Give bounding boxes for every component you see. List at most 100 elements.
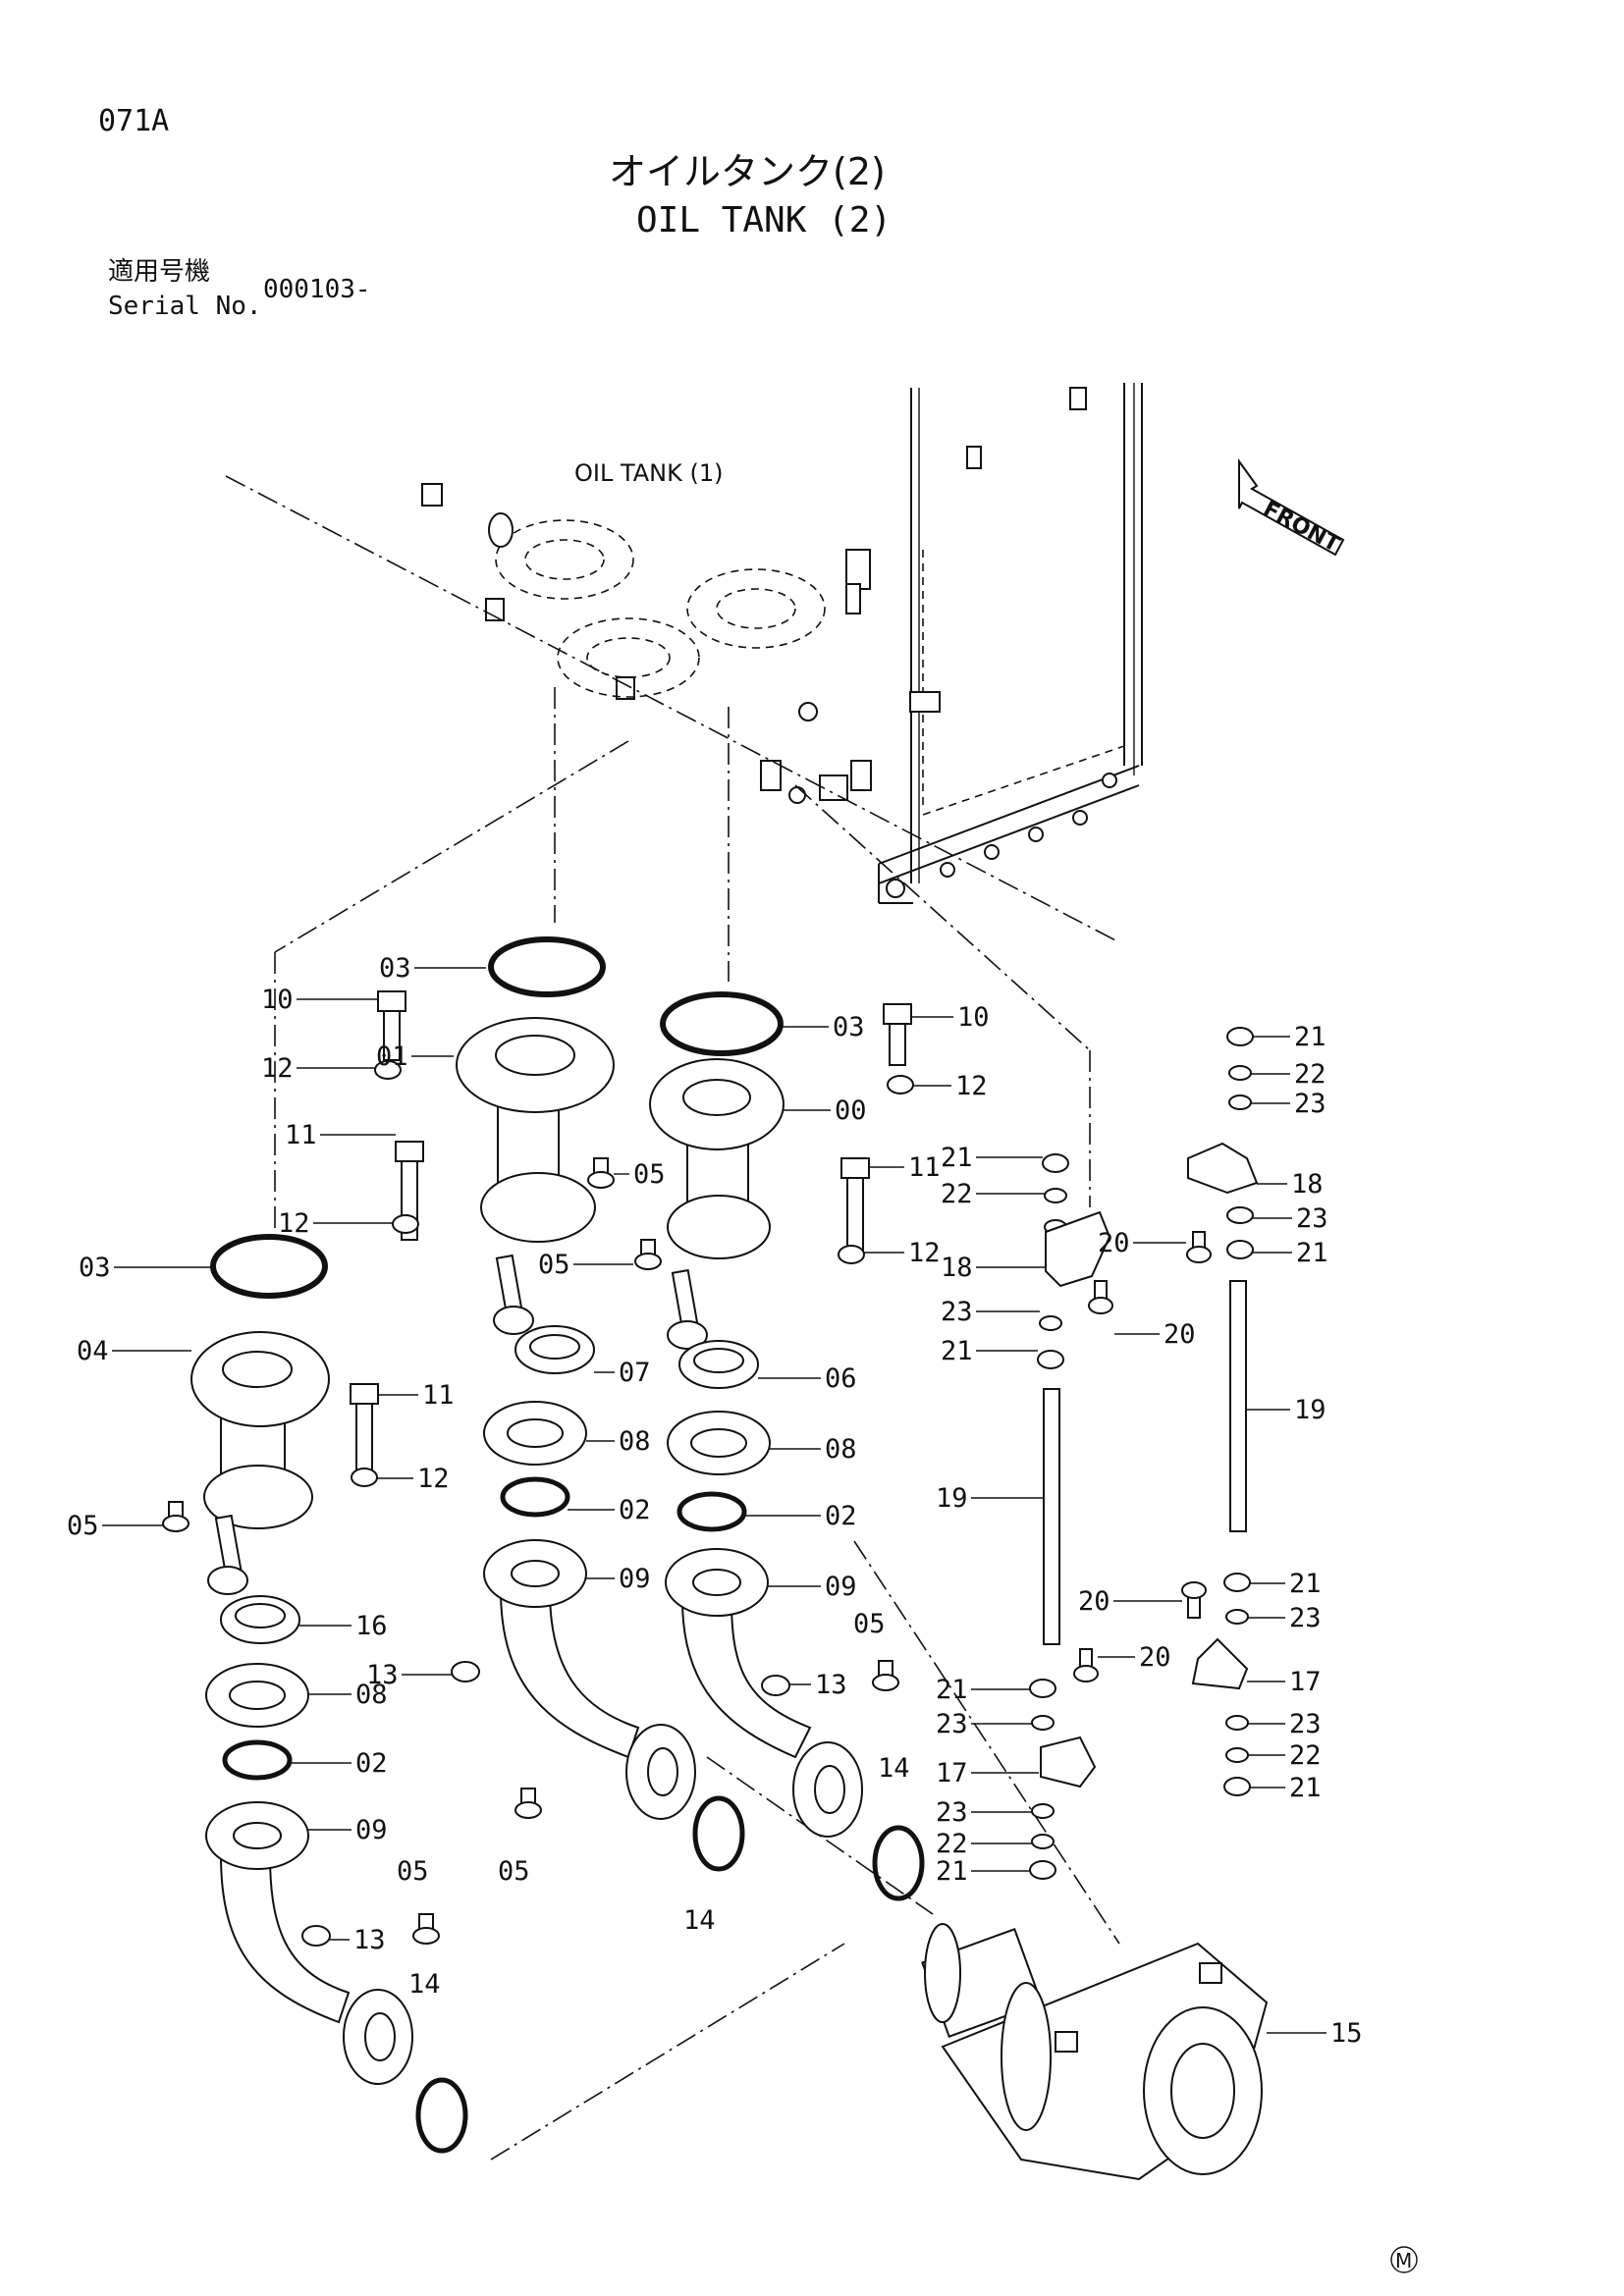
o-ring-14-right [872, 1825, 925, 1901]
elbow-pipe-09-left [483, 1539, 696, 1820]
callout-11: 11 [422, 1380, 455, 1411]
callout-14: 14 [683, 1905, 716, 1936]
front-arrow: FRONT [1238, 457, 1345, 558]
callout-19: 19 [936, 1483, 968, 1514]
o-ring-02-lower [222, 1739, 293, 1781]
callout-11: 11 [908, 1152, 941, 1183]
o-ring-02-right [677, 1491, 747, 1532]
callout-20: 20 [1164, 1319, 1196, 1350]
callout-23: 23 [936, 1709, 968, 1739]
callout-04: 04 [77, 1336, 109, 1366]
callout-12: 12 [908, 1238, 941, 1268]
callout-22: 22 [936, 1829, 968, 1859]
callout-23: 23 [1289, 1603, 1322, 1633]
page-code: 071A [98, 104, 169, 138]
callout-21: 21 [1289, 1773, 1322, 1803]
serial-label-japanese: 適用号機 [108, 257, 210, 287]
washers-12 [351, 1060, 914, 1487]
callout-17: 17 [1289, 1667, 1322, 1697]
callout-08: 08 [355, 1680, 388, 1710]
callout-21: 21 [941, 1336, 973, 1366]
callout-09: 09 [355, 1815, 388, 1845]
callout-14: 14 [408, 1969, 441, 2000]
callout-00: 00 [835, 1095, 867, 1126]
mark-letter: M [1395, 2249, 1412, 2272]
callout-19: 19 [1294, 1395, 1326, 1425]
assembly-lines [274, 687, 1120, 2161]
callout-12: 12 [417, 1464, 450, 1494]
callout-18: 18 [941, 1253, 973, 1283]
sensor-07 [493, 1254, 595, 1374]
bolt-10-left [377, 990, 406, 1061]
callout-05: 05 [498, 1856, 530, 1887]
flange-pipe-04 [190, 1331, 330, 1529]
callout-08: 08 [825, 1434, 857, 1465]
callout-16: 16 [355, 1611, 388, 1641]
callout-23: 23 [936, 1797, 968, 1828]
nuts-13 [301, 1661, 790, 1947]
callout-05: 05 [397, 1856, 429, 1887]
callout-09: 09 [825, 1572, 857, 1602]
callout-21: 21 [1294, 1022, 1326, 1052]
o-ring-02-left [500, 1476, 570, 1518]
callout-15: 15 [1330, 2018, 1363, 2049]
o-ring-14-middle [692, 1795, 745, 1872]
callout-13: 13 [353, 1925, 386, 1955]
callout-02: 02 [619, 1495, 651, 1525]
flange-pipe-00 [649, 1058, 785, 1259]
sensor-06 [667, 1268, 759, 1389]
title-english: OIL TANK (2) [636, 200, 892, 240]
callout-05: 05 [538, 1250, 570, 1280]
callout-21: 21 [941, 1143, 973, 1173]
callout-06: 06 [825, 1363, 857, 1394]
serial-label-english: Serial No. [108, 292, 262, 321]
callout-22: 22 [1289, 1740, 1322, 1771]
o-ring-03-right [660, 991, 784, 1056]
bolt-11-lower [350, 1383, 379, 1478]
callout-17: 17 [936, 1758, 968, 1789]
callout-23: 23 [1294, 1089, 1326, 1119]
callout-23: 23 [1289, 1709, 1322, 1739]
callout-13: 13 [366, 1660, 399, 1690]
callout-10: 10 [957, 1002, 990, 1033]
callout-12: 12 [278, 1208, 310, 1239]
svg-text:FRONT: FRONT [1259, 497, 1343, 558]
callout-20: 20 [1098, 1228, 1130, 1258]
gaskets-08 [205, 1401, 771, 1728]
elbow-pipe-09-lower [205, 1801, 413, 2085]
callout-22: 22 [941, 1179, 973, 1209]
tank-flange-gaskets [488, 512, 826, 698]
oil-tank-frame [421, 383, 1143, 904]
callout-05: 05 [633, 1159, 666, 1190]
callout-14: 14 [878, 1753, 910, 1784]
callout-23: 23 [941, 1297, 973, 1327]
callout-08: 08 [619, 1426, 651, 1457]
o-ring-14-lower [415, 2077, 468, 2154]
flange-pipe-01 [456, 1017, 615, 1243]
callout-03: 03 [79, 1253, 111, 1283]
callout-09: 09 [619, 1564, 651, 1594]
callout-12: 12 [261, 1053, 294, 1084]
callout-21: 21 [1296, 1238, 1328, 1268]
callout-21: 21 [936, 1675, 968, 1705]
callout-23: 23 [1296, 1203, 1328, 1234]
elbow-pipe-09-right [665, 1548, 863, 1838]
callout-22: 22 [1294, 1059, 1326, 1090]
callout-05: 05 [853, 1609, 886, 1639]
callout-11: 11 [285, 1120, 317, 1150]
callout-20: 20 [1078, 1586, 1110, 1617]
serial-number: 000103- [263, 275, 371, 304]
title-japanese: オイルタンク(2) [609, 150, 886, 193]
callout-18: 18 [1291, 1169, 1324, 1200]
callout-21: 21 [936, 1856, 968, 1887]
callout-13: 13 [815, 1670, 847, 1700]
callout-20: 20 [1139, 1642, 1171, 1673]
mark-circle [1390, 2246, 1418, 2273]
callout-05: 05 [67, 1511, 99, 1541]
callout-07: 07 [619, 1358, 651, 1388]
o-ring-03-left [210, 1234, 328, 1299]
callout-02: 02 [825, 1501, 857, 1531]
callout-02: 02 [355, 1748, 388, 1779]
o-ring-03-upper [488, 936, 606, 997]
